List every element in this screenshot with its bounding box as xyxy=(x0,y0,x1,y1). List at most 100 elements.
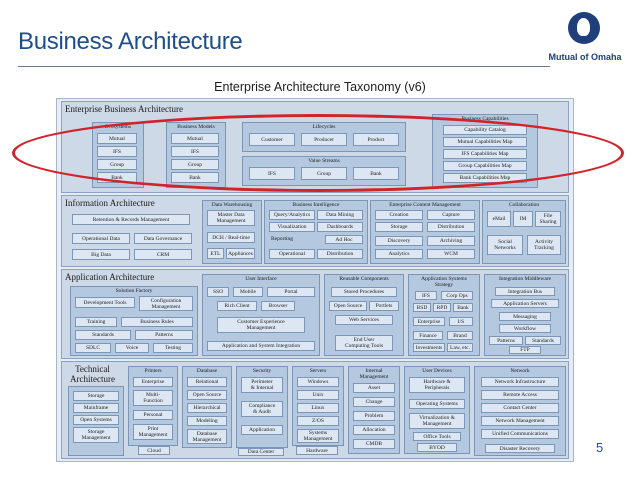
strategy-item: Bank xyxy=(453,303,473,312)
internal-item: Problem xyxy=(353,411,395,421)
application-strategy-title: Application Systems Strategy xyxy=(421,276,467,288)
device-item: Operating Systems xyxy=(409,399,465,409)
strategy-item: Law, etc. xyxy=(447,343,473,352)
data-warehousing-box: Data Warehousing Master Data Management … xyxy=(202,200,262,264)
logo-text: Mutual of Omaha xyxy=(548,52,622,62)
security-item: Perimeter & Internal xyxy=(241,377,283,393)
bi-item: Ad Hoc xyxy=(325,235,363,244)
user-devices-title: User Devices xyxy=(422,368,452,374)
database-title: Database xyxy=(196,368,218,374)
printer-item: Print Management xyxy=(133,424,173,440)
servers-title: Servers xyxy=(309,368,327,374)
information-architecture-layer: Information Architecture Retention & Rec… xyxy=(61,195,569,267)
company-logo: Mutual of Omaha xyxy=(540,12,630,72)
content-management-box: Enterprise Content Management Creation C… xyxy=(370,200,480,264)
security-box: Security Perimeter & Internal Compliance… xyxy=(236,366,288,448)
ui-item: Customer Experience Management xyxy=(217,317,305,333)
ui-item: Portal xyxy=(267,287,315,297)
network-item: Contact Center xyxy=(481,403,559,413)
internal-item: Change xyxy=(353,397,395,407)
factory-item: Development Tools xyxy=(75,297,135,308)
ecm-item: Analytics xyxy=(375,249,423,259)
collaboration-title: Collaboration xyxy=(508,202,540,208)
device-item: Hardware & Peripherals xyxy=(409,377,465,393)
reusable-components-title: Reusable Components xyxy=(339,276,389,282)
bi-item: Query/Analytics xyxy=(269,210,315,220)
printers-title: Printers xyxy=(144,368,162,374)
factory-item: Training xyxy=(75,317,117,327)
database-item: Database Management xyxy=(187,429,227,444)
infrastructure-box: Storage Mainframe Open Systems Storage M… xyxy=(68,386,124,456)
network-item: Network Infrastructure xyxy=(481,377,559,387)
factory-item: SDLC xyxy=(75,343,111,353)
integration-middleware-box: Integration Middleware Integration Bus A… xyxy=(484,274,566,356)
strategy-item: RPD xyxy=(433,303,451,312)
taxonomy-title: Enterprise Architecture Taxonomy (v6) xyxy=(214,80,426,94)
strategy-item: IFS xyxy=(415,291,437,300)
network-title: Network xyxy=(510,368,530,374)
reusable-item: Portlets xyxy=(369,301,399,311)
ui-item: Rich Client xyxy=(217,301,257,311)
middleware-item: Standards xyxy=(525,336,561,345)
data-center-label: Data Center xyxy=(238,448,284,456)
technical-architecture-layer: Technical Architecture Storage Mainframe… xyxy=(61,361,569,459)
strategy-item: Corp Ops xyxy=(441,291,473,300)
server-item: Unix xyxy=(297,390,339,400)
reusable-item: Open Source xyxy=(329,301,367,311)
middleware-item: Messaging xyxy=(499,312,551,321)
integration-middleware-title: Integration Middleware xyxy=(498,276,552,282)
business-intelligence-title: Business Intelligence xyxy=(292,202,340,208)
ui-item: Application and System Integration xyxy=(207,341,315,351)
database-item: Relational xyxy=(187,377,227,387)
network-item: Remote Access xyxy=(481,390,559,400)
technical-layer-title: Technical Architecture xyxy=(70,364,115,384)
database-item: Open Source xyxy=(187,390,227,400)
collaboration-box: Collaboration eMail IM File Sharing Soci… xyxy=(482,200,566,264)
cloud-label: Cloud xyxy=(138,446,170,455)
device-item: BYOD xyxy=(417,443,457,452)
ecm-item: Creation xyxy=(375,210,423,220)
solution-factory-box: Solution Factory Development Tools Confi… xyxy=(70,286,198,356)
information-item: Retention & Records Management xyxy=(72,214,190,225)
bi-item: Data Mining xyxy=(317,210,363,220)
security-title: Security xyxy=(252,368,272,374)
bi-item: Distribution xyxy=(317,249,363,259)
middleware-item: Integration Bus xyxy=(495,287,555,296)
printer-item: Enterprise xyxy=(133,377,173,387)
ui-item: SSO xyxy=(207,287,229,297)
collab-item: File Sharing xyxy=(535,211,561,227)
warehousing-item: ETL xyxy=(207,248,224,259)
bi-item: Operational xyxy=(269,249,315,259)
reusable-item: Stored Procedures xyxy=(331,287,397,297)
server-item: Linux xyxy=(297,403,339,413)
reusable-components-box: Reusable Components Stored Procedures Op… xyxy=(324,274,404,356)
bi-item: Dashboards xyxy=(317,222,363,232)
ecm-item: Storage xyxy=(375,222,423,232)
device-item: Office Tools xyxy=(413,432,461,441)
printers-box: Printers Enterprise Multi- Function Pers… xyxy=(128,366,178,446)
solution-factory-title: Solution Factory xyxy=(115,288,153,294)
factory-item: Patterns xyxy=(135,330,193,340)
device-item: Virtualization & Management xyxy=(409,413,465,429)
strategy-item: I/S xyxy=(449,317,473,326)
warehousing-item: Master Data Management xyxy=(207,210,255,226)
internal-item: Allocation xyxy=(353,425,395,435)
content-management-title: Enterprise Content Management xyxy=(389,202,461,208)
middleware-item: Workflow xyxy=(499,324,551,333)
collab-item: Social Networks xyxy=(487,235,523,255)
ui-item: Mobile xyxy=(233,287,263,297)
infrastructure-item: Open Systems xyxy=(73,415,119,425)
internal-management-title: Internal Management xyxy=(359,368,389,380)
factory-item: Voice xyxy=(115,343,149,353)
information-item: Data Governance xyxy=(134,233,192,244)
strategy-item: BSD xyxy=(413,303,431,312)
factory-item: Configuration Management xyxy=(139,296,193,311)
strategy-item: Brand xyxy=(447,331,473,340)
infrastructure-item: Storage Management xyxy=(73,427,119,443)
application-architecture-layer: Application Architecture Solution Factor… xyxy=(61,269,569,359)
reporting-label: Reporting xyxy=(271,236,293,242)
infrastructure-item: Storage xyxy=(73,391,119,401)
network-item: Unified Communications xyxy=(481,429,559,439)
information-item: CRM xyxy=(134,249,192,260)
reusable-item: End User Computing Tools xyxy=(335,335,393,351)
